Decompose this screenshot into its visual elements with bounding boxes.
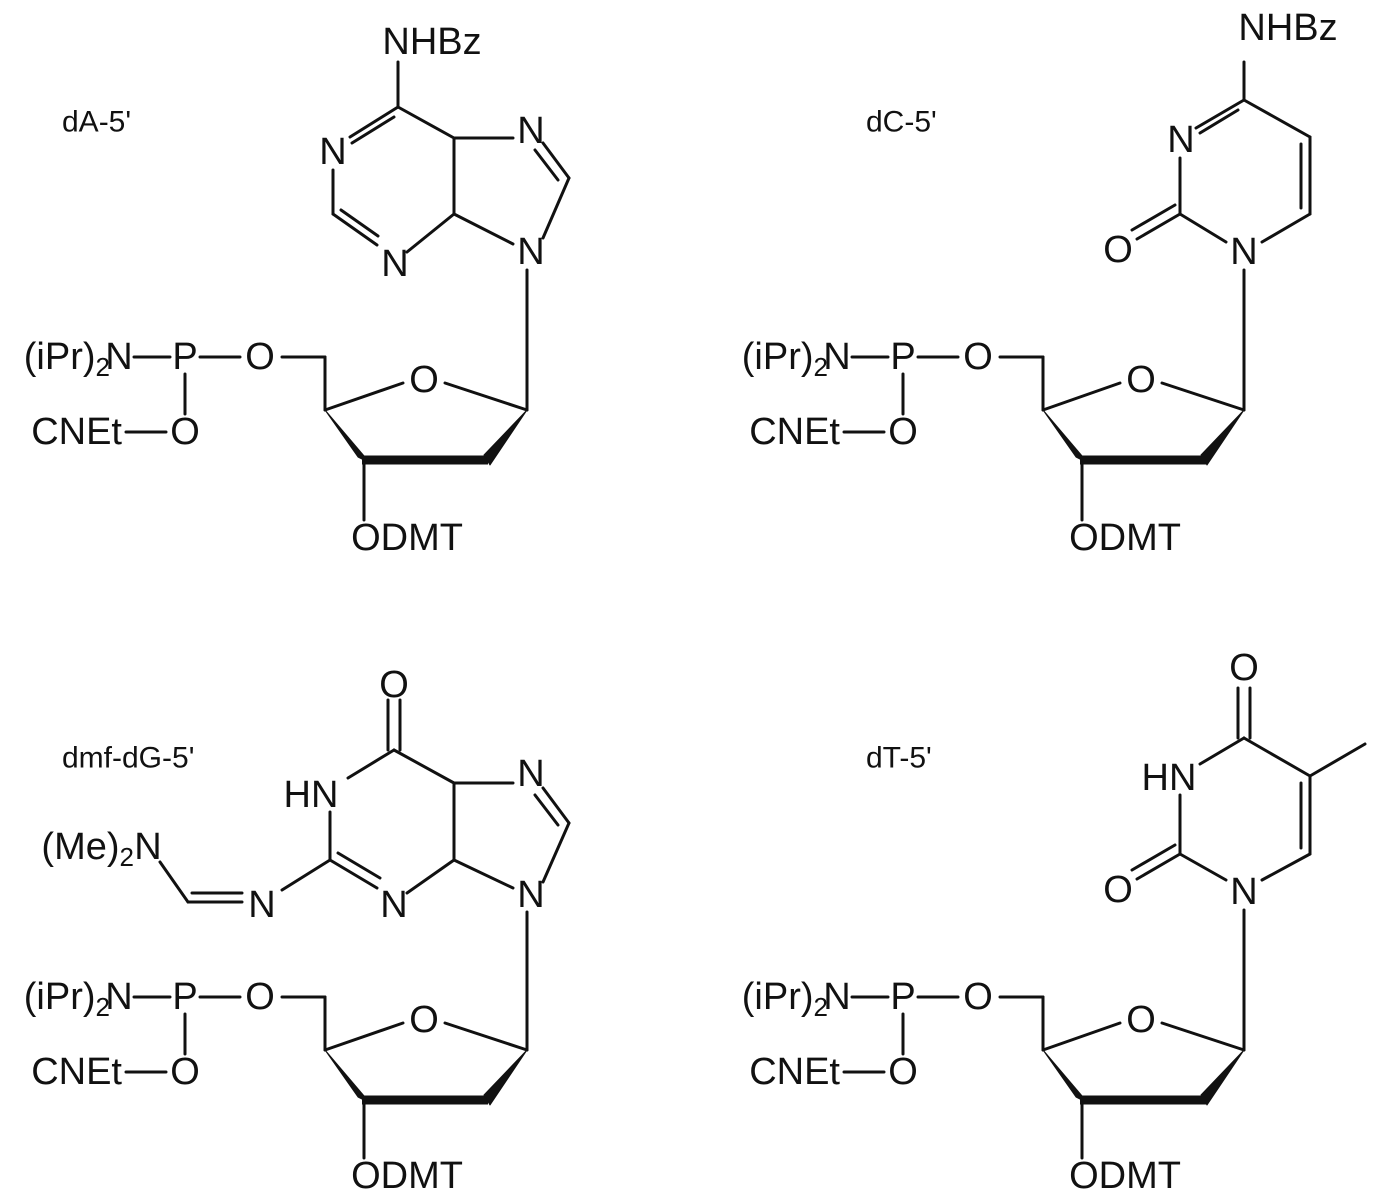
amidine-n-label: N [248,884,275,926]
phosphorus-label: P [890,976,915,1018]
cyanoethyl-label: CNEt [31,1051,122,1093]
o2-label: O [1103,869,1133,911]
n3-label: N [381,243,408,285]
cyanoethyl-label: CNEt [749,1051,840,1093]
diisopropylamino-label: (iPr)2 [24,976,110,1022]
deoxyribose-ring [280,355,529,522]
molecule-label: dC-5' [866,106,937,139]
molecule-dt: dT-5' O HN O N [742,647,1367,1197]
phosphoramidite-group: (iPr)2 N P O CNEt O [24,976,275,1093]
sugar-atoms: O ODMT [351,359,463,559]
sugar-atoms: O ODMT [1069,999,1181,1197]
ring-oxygen: O [409,999,439,1041]
dimethylamino-label: (Me)2 [41,826,134,872]
sugar-atoms: O ODMT [351,999,463,1197]
molecule-dc: dC-5' NHBz N O N [742,7,1338,559]
diisopropylamino-label: (iPr)2 [24,336,110,382]
phosphoramidite-group: (iPr)2 N P O CNEt O [742,336,993,453]
amine-n-label: N [823,976,850,1018]
molecule-da: dA-5' NHBz N N N N [24,21,571,559]
amine-n-label: N [823,336,850,378]
thymine-atoms: O HN O N [1103,647,1259,913]
adenine-atoms: NHBz N N N N [319,21,544,285]
n9-label: N [517,874,544,916]
c2-oxygen-label: O [1103,229,1133,271]
n1-label: N [1230,871,1257,913]
deoxyribose-ring [998,995,1246,1160]
cne-oxygen-label: O [170,1051,200,1093]
phosphoramidite-group: (iPr)2 N P O CNEt O [742,976,993,1093]
odmt-label: ODMT [351,1155,463,1197]
guanine-bonds [158,698,571,1052]
diisopropylamino-label: (iPr)2 [742,336,828,382]
odmt-label: ODMT [351,517,463,559]
molecule-dmf-dg: dmf-dG-5' O HN N N N [24,664,571,1197]
sugar-atoms: O ODMT [1069,359,1181,559]
c6-oxygen-label: O [379,664,409,706]
cne-oxygen-label: O [888,1051,918,1093]
amine-n-label: N [105,336,132,378]
ring-oxygen: O [1126,359,1156,401]
deoxyribose-ring [280,995,529,1160]
guanine-atoms: O HN N N N N (Me)2 N [41,664,544,926]
odmt-label: ODMT [1069,1155,1181,1197]
molecule-label: dmf-dG-5' [62,742,194,775]
o5-label: O [245,976,275,1018]
hn3-label: HN [1142,757,1197,799]
n1-label: N [319,131,346,173]
hn1-label: HN [284,774,339,816]
o5-label: O [963,976,993,1018]
cne-oxygen-label: O [888,411,918,453]
adenine-bonds [331,60,571,412]
thymine-bonds [1130,686,1367,1052]
phosphorus-label: P [890,336,915,378]
deoxyribose-ring [998,355,1246,522]
n7-label: N [517,753,544,795]
n3-label: N [380,884,407,926]
molecule-label: dA-5' [62,106,131,139]
phosphoramidite-group: (iPr)2 N P O CNEt O [24,336,275,453]
n3-label: N [1167,119,1194,161]
o4-label: O [1229,647,1259,689]
cne-oxygen-label: O [170,411,200,453]
ring-oxygen: O [409,359,439,401]
cytosine-bonds [1130,60,1312,412]
cytosine-atoms: NHBz N O N [1103,7,1337,273]
amine-n-label: N [105,976,132,1018]
n9-label: N [517,231,544,273]
phosphorus-label: P [172,976,197,1018]
n1-label: N [1230,231,1257,273]
cyanoethyl-label: CNEt [31,411,122,453]
cyanoethyl-label: CNEt [749,411,840,453]
phosphorus-label: P [172,336,197,378]
ring-oxygen: O [1126,999,1156,1041]
nhbz-label: NHBz [1238,7,1337,49]
n7-label: N [517,110,544,152]
odmt-label: ODMT [1069,517,1181,559]
molecule-label: dT-5' [866,742,932,775]
diisopropylamino-label: (iPr)2 [742,976,828,1022]
o5-label: O [245,336,275,378]
nhbz-label: NHBz [382,21,481,63]
dmf-n-label: N [134,826,161,868]
o5-label: O [963,336,993,378]
